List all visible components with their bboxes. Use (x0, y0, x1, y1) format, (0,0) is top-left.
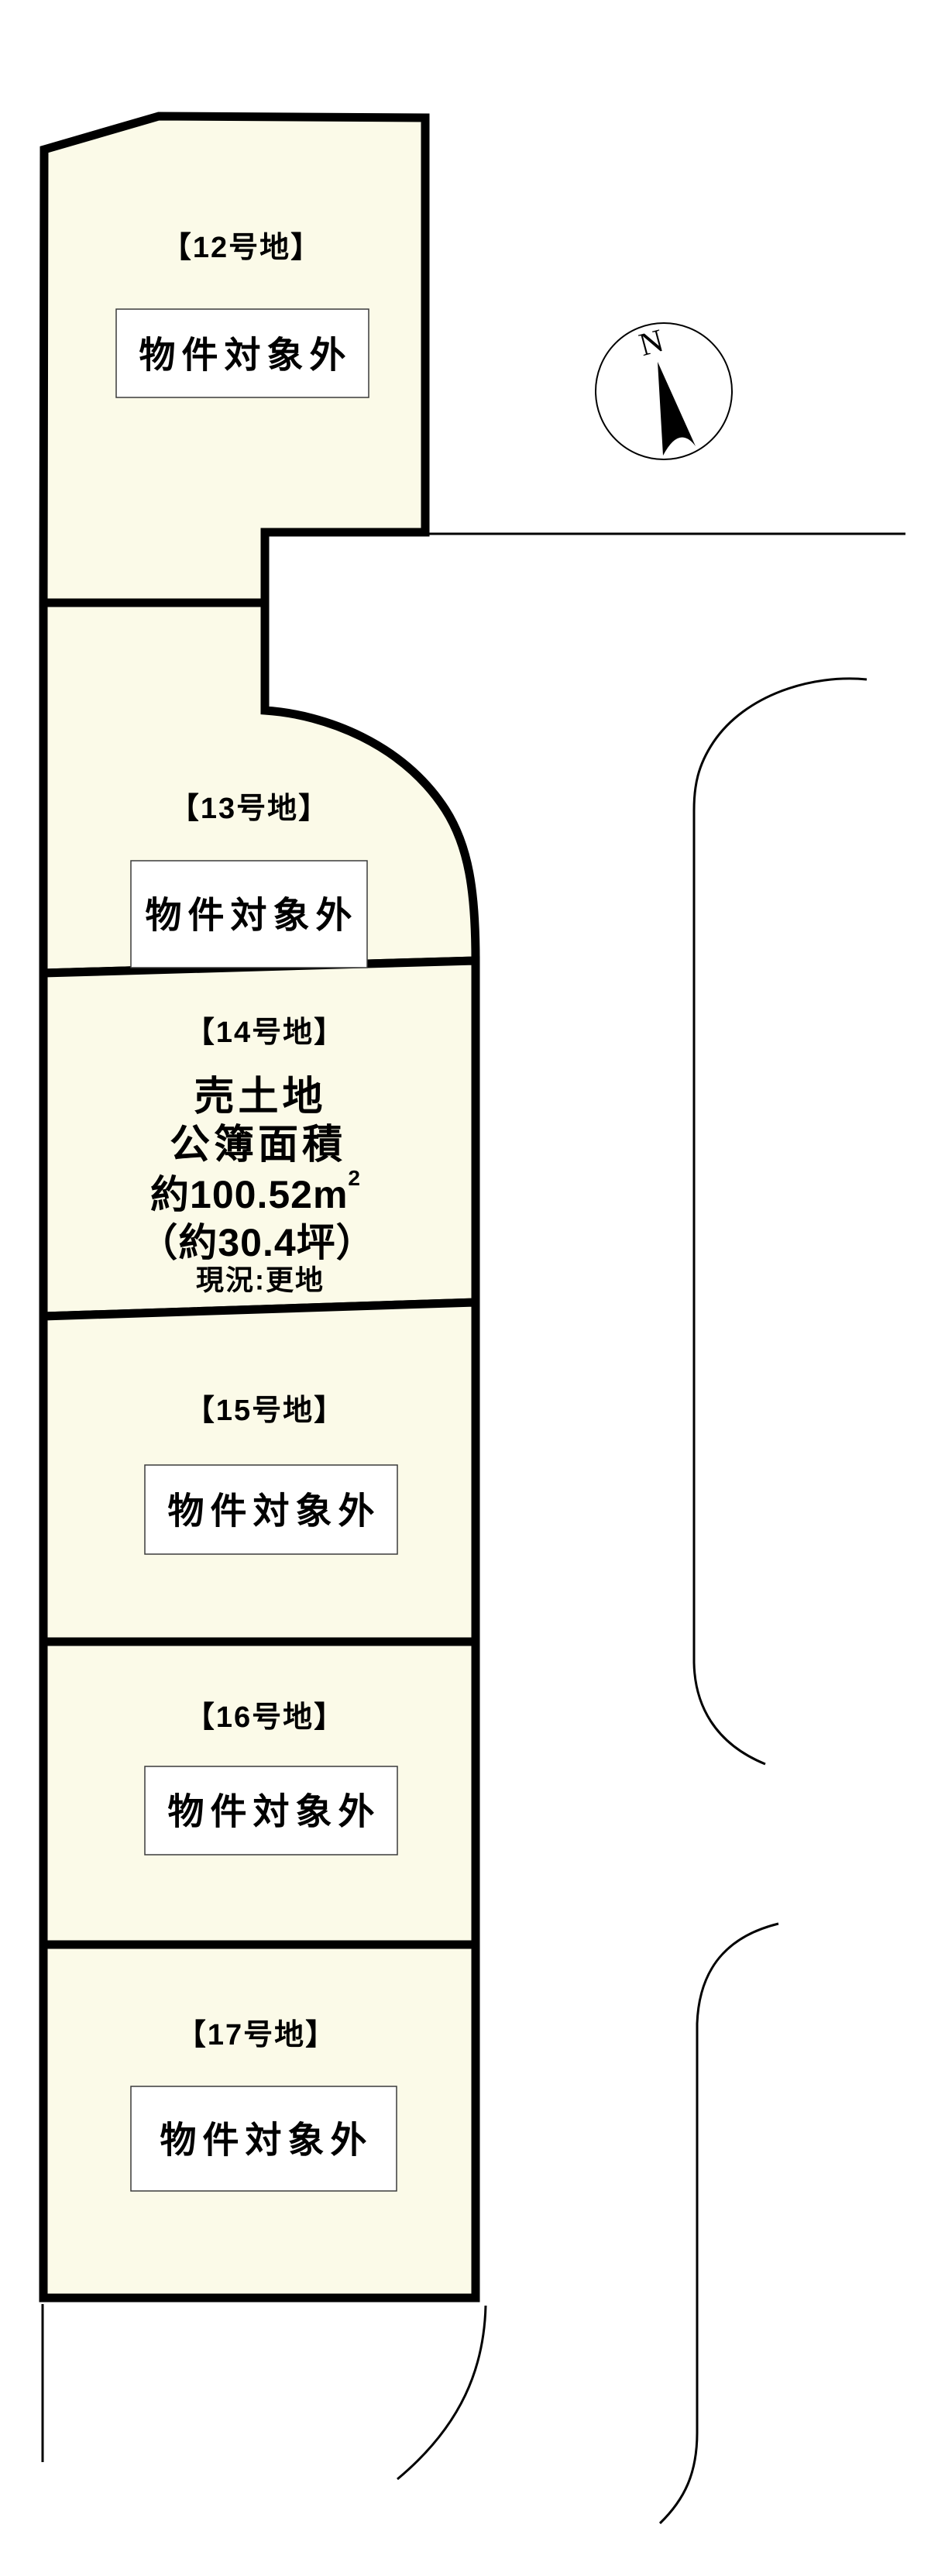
lot-12-status: 物件対象外 (139, 335, 352, 376)
lot-14-area-sqm-value: 約100.52m (150, 1173, 348, 1216)
lot-13-status-box (130, 860, 368, 968)
lot-14-label: 【14号地】 (185, 1016, 345, 1049)
lot-14-sale-type: 売土地 (194, 1075, 326, 1119)
road-edge-right-upper-line (692, 677, 868, 1766)
lot-16-status: 物件対象外 (168, 1791, 381, 1832)
lot-16-status-box (144, 1766, 398, 1855)
lot-14-current-status: 現況:更地 (196, 1264, 325, 1296)
lot-16-label: 【16号地】 (185, 1701, 345, 1734)
lot-15-status: 物件対象外 (168, 1491, 381, 1532)
compass: N (595, 322, 733, 460)
lot-13-label: 【13号地】 (170, 793, 329, 825)
lot-12-status-box (115, 308, 369, 398)
lot-14-area-title: 公簿面積 (170, 1123, 346, 1168)
road-edge-below-lots-curve (397, 2305, 487, 2481)
lot-15-label: 【15号地】 (185, 1395, 345, 1427)
lot-13-status: 物件対象外 (146, 895, 359, 936)
lot-14-area-tsubo: （約30.4坪） (139, 1221, 375, 1264)
north-needle-icon (658, 362, 696, 456)
lot-14-area-sqm-superscript: 2 (348, 1166, 361, 1190)
lot-17-status: 物件対象外 (160, 2120, 373, 2161)
road-edge-right-lower-line (658, 1922, 779, 2525)
lot-14-area-sqm: 約100.52m2 (150, 1166, 361, 1217)
lot-15-status-box (144, 1464, 398, 1555)
lot-17-status-box (130, 2086, 397, 2192)
lot-12-label: 【12号地】 (162, 232, 321, 264)
lot-17-label: 【17号地】 (177, 2019, 336, 2052)
